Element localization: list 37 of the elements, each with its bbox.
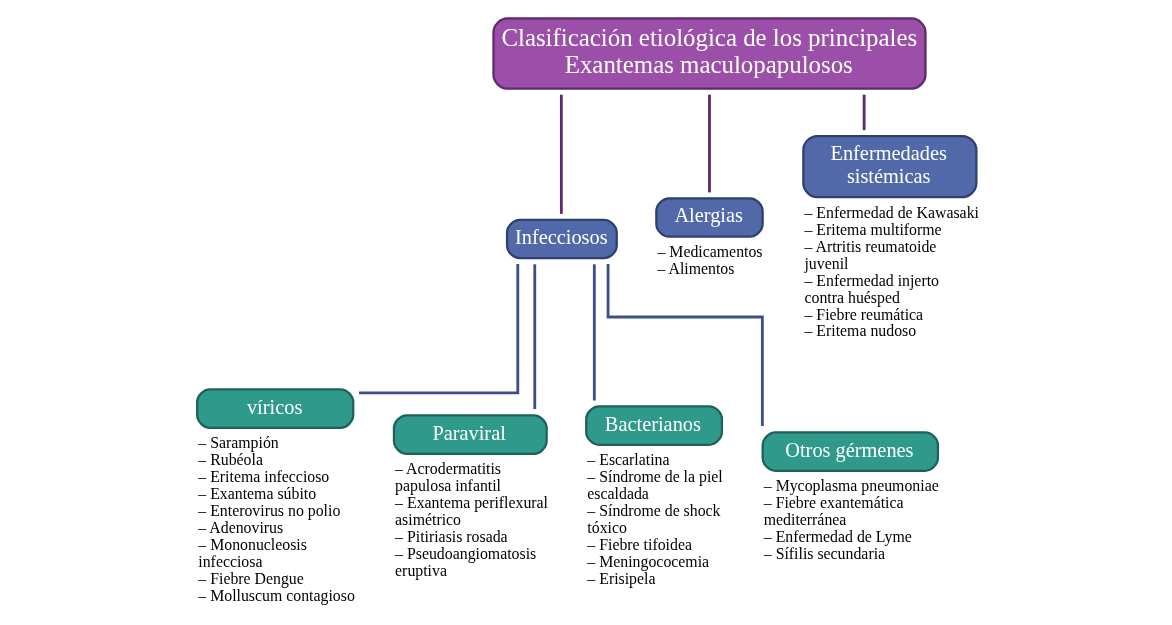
- node-label: – Pitiriasis rosada: [394, 528, 508, 546]
- node-label: – Erisipela: [586, 570, 655, 588]
- connector: [532, 264, 536, 410]
- node-label: – Sarampión: [197, 434, 279, 452]
- connector: [606, 264, 764, 426]
- node-label: – Alimentos: [656, 260, 734, 278]
- connector: [862, 94, 866, 131]
- connector: [707, 94, 711, 193]
- node-label: – Síndrome de shock tóxico: [586, 502, 721, 537]
- node-label: – Enterovirus no polio: [197, 502, 340, 520]
- node-label: – Síndrome de la piel escaldada: [586, 468, 723, 503]
- connector: [592, 264, 596, 401]
- node-label: – Molluscum contagioso: [197, 587, 355, 605]
- node-label: – Acrodermatitis papulosa infantil: [394, 460, 501, 495]
- node-label: – Fiebre tifoidea: [586, 536, 692, 554]
- node-label: – Eritema nudoso: [803, 322, 916, 340]
- node-label: – Fiebre reumática: [803, 305, 923, 323]
- node-label: – Exantema súbito: [197, 485, 316, 503]
- node-label: – Medicamentos: [656, 243, 763, 261]
- node-label: – Enfermedad de Kawasaki: [803, 203, 979, 221]
- node-label: – Mononucleosis infecciosa: [197, 536, 307, 571]
- node-label: – Fiebre exantemática mediterránea: [763, 494, 904, 529]
- node-label: – Rubéola: [197, 451, 263, 469]
- node-label: – Sífilis secundaria: [763, 545, 885, 563]
- node-label: – Eritema multiforme: [803, 220, 942, 238]
- node-label: – Escarlatina: [586, 451, 670, 469]
- connector: [559, 94, 563, 214]
- node-label: – Exantema periflexural asimétrico: [394, 494, 548, 529]
- node-label: – Fiebre Dengue: [197, 570, 304, 588]
- node-label: – Enfermedad de Lyme: [763, 528, 912, 546]
- node-label: – Pseudoangiomatosis eruptiva: [394, 545, 536, 580]
- connector: [358, 264, 519, 395]
- node-label: – Adenovirus: [197, 519, 283, 537]
- node-label: – Artritis reumatoide juvenil: [803, 237, 936, 272]
- node-label: – Eritema infeccioso: [197, 468, 329, 486]
- node-label: – Mycoplasma pneumoniae: [763, 477, 939, 495]
- node-label: – Meningococemia: [586, 553, 709, 571]
